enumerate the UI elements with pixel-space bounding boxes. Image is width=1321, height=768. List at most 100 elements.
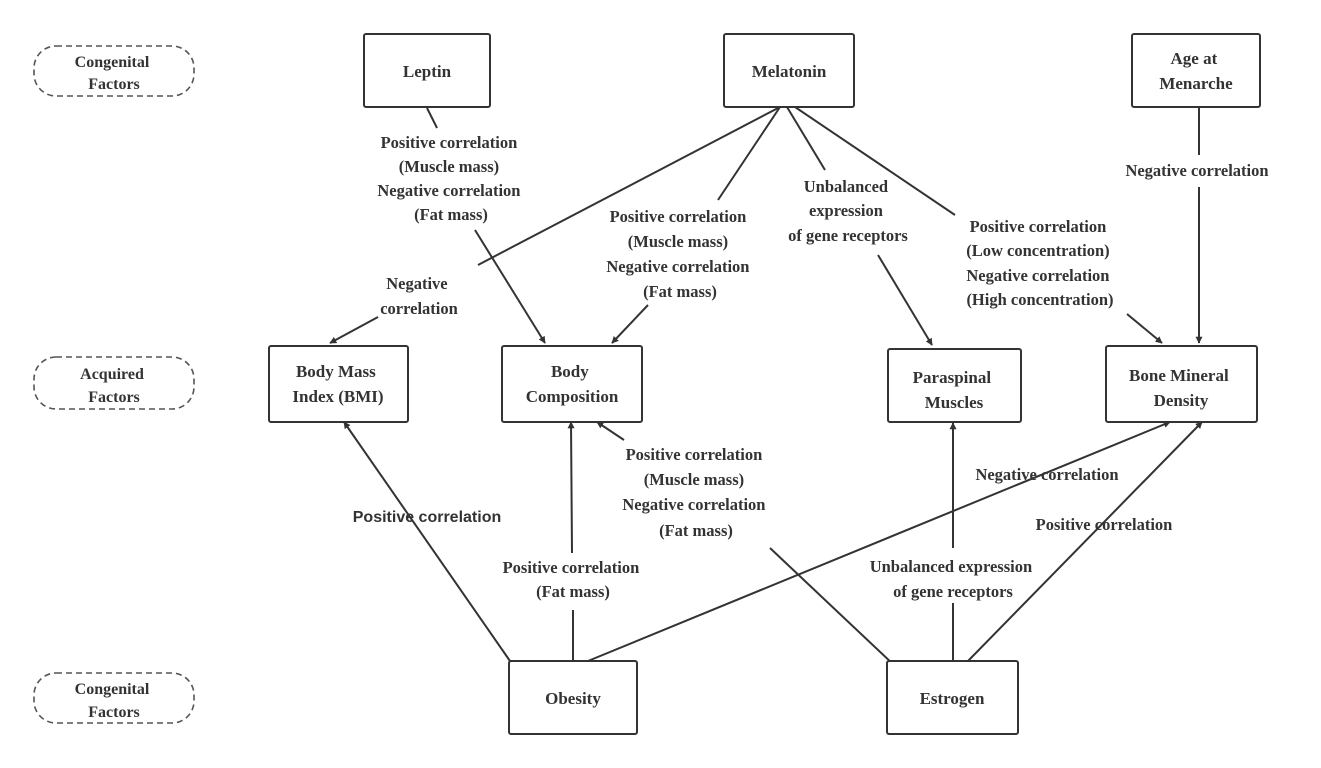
svg-text:Obesity: Obesity <box>545 689 601 708</box>
node-label: Estrogen <box>920 689 985 708</box>
node-obesity: Obesity <box>508 660 638 735</box>
node-leptin: Leptin <box>363 33 491 108</box>
node-box <box>887 348 1022 423</box>
svg-text:Congenital Factors: Congenital Factors <box>75 681 154 721</box>
edge-label-line: (Muscle mass) <box>644 470 744 489</box>
svg-text:Melatonin: Melatonin <box>752 62 827 81</box>
edge-label-line: (Muscle mass) <box>399 157 499 176</box>
edge-label-line: Positive correlation <box>1036 515 1173 534</box>
svg-text:Paraspinal Muscles: Paraspinal Muscles <box>913 368 996 412</box>
node-label: Body <box>551 362 589 381</box>
edge-melatonin-paraspinal-arrow <box>877 254 933 346</box>
edge-label-line: Negative correlation <box>622 495 765 514</box>
edge-melatonin-bmd <box>794 106 956 216</box>
category-label: Acquired <box>80 366 144 383</box>
edge-label-line: Positive correlation <box>610 207 747 226</box>
category-label: Congenital <box>75 54 150 71</box>
category-top: Congenital Factors <box>33 45 195 97</box>
node-label: Muscles <box>925 393 984 412</box>
edge-melatonin-body-composition-arrow <box>611 304 649 344</box>
edges <box>329 106 1203 667</box>
node-age-at-menarche: Age at Menarche <box>1131 33 1261 108</box>
edge-melatonin-bmd-arrow <box>1126 313 1163 344</box>
edge-estrogen-bmd <box>967 421 1203 662</box>
edge-label-line: Positive correlation <box>353 509 502 526</box>
edge-label-estrogen-body-composition: Positive correlation (Muscle mass) Negat… <box>622 445 769 540</box>
edge-label-line: Negative <box>386 274 447 293</box>
edge-label-estrogen-bmd: Positive correlation <box>1036 515 1173 534</box>
category-label: Factors <box>88 76 140 93</box>
edge-label-line: (Muscle mass) <box>628 232 728 251</box>
edge-leptin-body-composition-arrow <box>474 229 546 344</box>
edge-label-line: (Fat mass) <box>414 205 488 224</box>
edge-label-melatonin-bmi: Negative correlation <box>380 274 458 318</box>
edge-melatonin-bmi <box>477 106 781 266</box>
svg-text:Congenital Factors: Congenital Factors <box>75 54 154 93</box>
edge-label-estrogen-paraspinal: Unbalanced expression of gene receptors <box>870 557 1037 601</box>
svg-text:Acquired Factors: Acquired Factors <box>80 366 148 406</box>
node-label: Density <box>1154 391 1209 410</box>
edge-label-line: Negative correlation <box>377 181 520 200</box>
node-paraspinal-muscles: Paraspinal Muscles <box>887 348 1022 423</box>
edge-obesity-bmi <box>343 421 511 662</box>
edge-label-line: expression <box>809 201 883 220</box>
edge-estrogen-body-composition-arrow <box>596 421 625 441</box>
edge-label-line: (Low concentration) <box>966 241 1109 260</box>
edge-label-line: Negative correlation <box>606 257 749 276</box>
category-bottom: Congenital Factors <box>33 672 195 724</box>
edge-label-line: Positive correlation <box>626 445 763 464</box>
edge-label-line: Positive correlation <box>381 133 518 152</box>
category-label: Congenital <box>75 681 150 698</box>
node-box <box>501 345 643 423</box>
edge-label-menarche-bmd: Negative correlation <box>1125 161 1268 180</box>
edge-label-melatonin-bmd: Positive correlation (Low concentration)… <box>966 217 1114 309</box>
edge-label-line: Negative correlation <box>1125 161 1268 180</box>
edge-label-line: Negative correlation <box>966 266 1109 285</box>
node-label: Age at <box>1171 49 1218 68</box>
svg-text:Bone Mineral Density: Bone Mineral Density <box>1129 366 1233 410</box>
category-pill <box>33 672 195 724</box>
edge-label-line: Unbalanced expression <box>870 557 1032 576</box>
edge-leptin-body-composition <box>426 107 438 129</box>
node-label: Leptin <box>403 62 452 81</box>
edge-label-line: (Fat mass) <box>643 282 717 301</box>
svg-text:Body Composition: Body Composition <box>526 362 619 406</box>
node-label: Index (BMI) <box>292 387 383 406</box>
category-label: Factors <box>88 704 140 721</box>
edge-label-line: (High concentration) <box>966 290 1113 309</box>
edge-label-melatonin-paraspinal: Unbalanced expression of gene receptors <box>788 177 908 245</box>
category-pill <box>33 356 195 410</box>
edge-label-obesity-body-composition: Positive correlation (Fat mass) <box>503 558 644 601</box>
edge-label-line: of gene receptors <box>893 582 1013 601</box>
node-box <box>268 345 409 423</box>
edge-label-line: Unbalanced <box>804 177 888 196</box>
edge-label-line: Positive correlation <box>970 217 1107 236</box>
edge-label-line: of gene receptors <box>788 226 908 245</box>
node-estrogen: Estrogen <box>886 660 1019 735</box>
node-label: Composition <box>526 387 619 406</box>
node-box <box>723 33 855 108</box>
node-label: Obesity <box>545 689 601 708</box>
edge-label-obesity-bmd: Negative correlation <box>975 465 1118 484</box>
edge-label-line: correlation <box>380 299 458 318</box>
node-label: Melatonin <box>752 62 827 81</box>
category-middle: Acquired Factors <box>33 356 195 410</box>
node-label: Body Mass <box>296 362 376 381</box>
edge-label-obesity-bmi: Positive correlation <box>353 509 502 526</box>
svg-text:Body Mass Index (BMI): Body Mass Index (BMI) <box>292 362 383 406</box>
node-body-composition: Body Composition <box>501 345 643 423</box>
node-bone-mineral-density: Bone Mineral Density <box>1105 345 1258 423</box>
edge-label-line: Negative correlation <box>975 465 1118 484</box>
node-bmi: Body Mass Index (BMI) <box>268 345 409 423</box>
edge-estrogen-body-composition <box>769 547 896 667</box>
node-box <box>886 660 1019 735</box>
svg-text:Estrogen: Estrogen <box>920 689 985 708</box>
svg-text:Leptin: Leptin <box>403 62 452 81</box>
edge-label-leptin-body-composition: Positive correlation (Muscle mass) Negat… <box>377 133 524 224</box>
category-label: Factors <box>88 389 140 406</box>
node-box <box>1105 345 1258 423</box>
edge-melatonin-bmi-arrow <box>329 316 379 344</box>
node-box <box>508 660 638 735</box>
svg-text:Age at Menarche: Age at Menarche <box>1159 49 1233 93</box>
